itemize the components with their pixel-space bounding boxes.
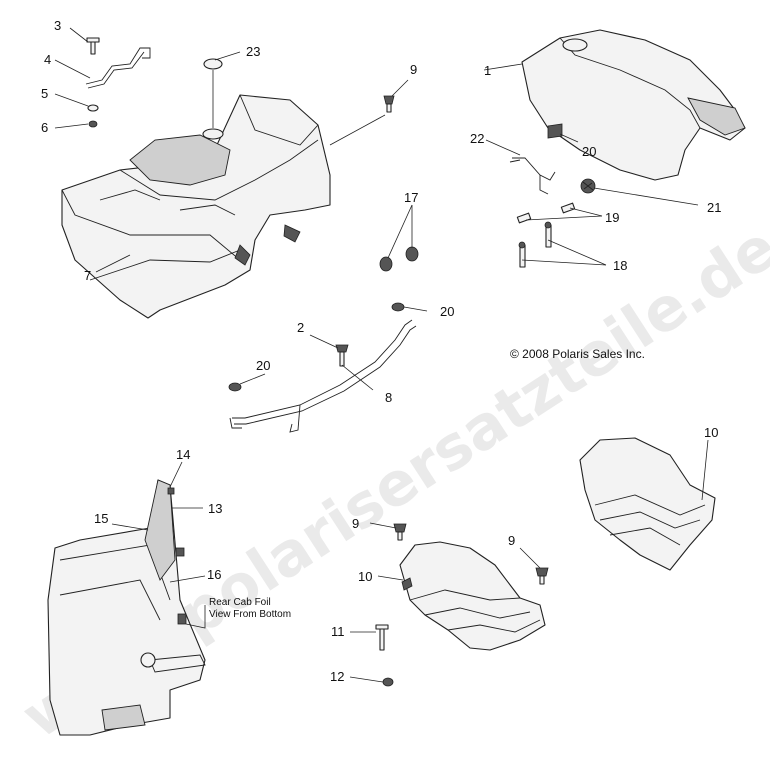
note-line-2: View From Bottom: [209, 609, 291, 620]
callout-5: 5: [41, 86, 48, 101]
nut-part: [88, 120, 98, 128]
callout-10-right: 10: [704, 425, 718, 440]
grommet-part: [379, 246, 419, 272]
callout-21: 21: [707, 200, 721, 215]
nut-part-20: [228, 302, 405, 392]
callout-9-upper: 9: [410, 62, 417, 77]
seat-latch-part: [509, 157, 556, 195]
callout-6: 6: [41, 120, 48, 135]
callout-8: 8: [385, 390, 392, 405]
washer-part: [87, 104, 99, 112]
seat-pin-part: [518, 221, 552, 268]
bolt-part: [86, 37, 100, 55]
callout-12: 12: [330, 669, 344, 684]
callout-2: 2: [297, 320, 304, 335]
rear-fender-part: [61, 94, 331, 319]
bolt-part-2: [335, 344, 349, 367]
copyright-text: © 2008 Polaris Sales Inc.: [510, 347, 645, 361]
callout-10-center: 10: [358, 569, 372, 584]
latch-spring-part: [580, 178, 596, 194]
rack-rod-part: [85, 47, 151, 89]
pushpin-part-lower: [393, 523, 549, 585]
callout-22: 22: [470, 131, 484, 146]
callout-1: 1: [484, 63, 491, 78]
callout-15: 15: [94, 511, 108, 526]
callout-19: 19: [605, 210, 619, 225]
callout-9-right: 9: [508, 533, 515, 548]
callout-18: 18: [613, 258, 627, 273]
pushpin-part: [383, 95, 395, 113]
seat-part: [521, 29, 746, 181]
note-line-1: Rear Cab Foil: [209, 597, 271, 608]
callout-13: 13: [208, 501, 222, 516]
callout-14: 14: [176, 447, 190, 462]
leader-lines: [54, 27, 709, 683]
rear-cab-foil-part: [47, 479, 206, 736]
footwell-right-part: [579, 437, 716, 571]
callout-3: 3: [54, 18, 61, 33]
callout-9-center: 9: [352, 516, 359, 531]
callout-20-seat: 20: [582, 144, 596, 159]
callout-17: 17: [404, 190, 418, 205]
rack-bracket-part: [229, 319, 417, 433]
footwell-center-part: [399, 541, 546, 651]
cap-part: [203, 58, 223, 70]
callout-20-bracket: 20: [440, 304, 454, 319]
callout-4: 4: [44, 52, 51, 67]
callout-7: 7: [84, 268, 91, 283]
seat-hook-part: [516, 202, 576, 224]
bolt-part-11: [375, 624, 389, 651]
callout-16: 16: [207, 567, 221, 582]
callout-11: 11: [331, 624, 345, 639]
nut-part-12: [382, 677, 394, 687]
callout-20-lower: 20: [256, 358, 270, 373]
callout-23: 23: [246, 44, 260, 59]
